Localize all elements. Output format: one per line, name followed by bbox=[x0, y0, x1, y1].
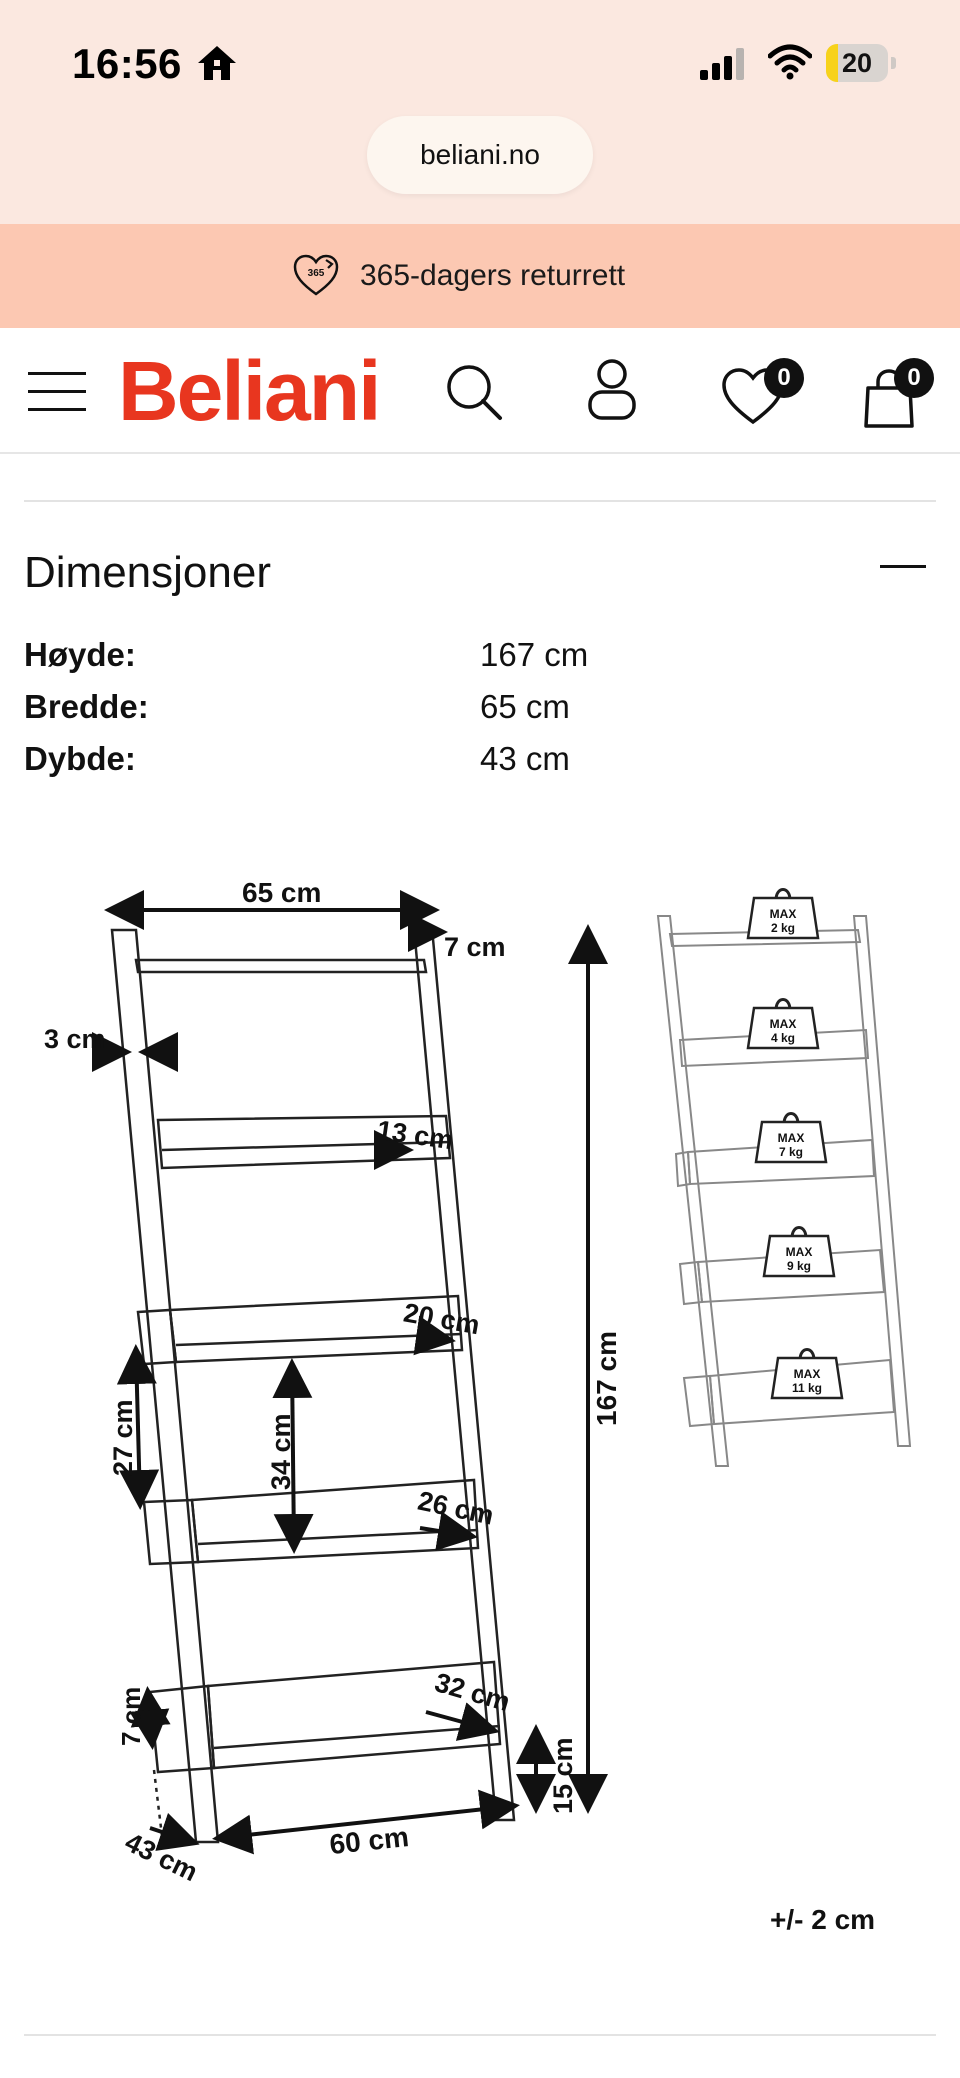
site-header: Beliani 0 0 bbox=[0, 328, 960, 454]
weight-load-3: 7 kg bbox=[779, 1145, 803, 1159]
user-icon[interactable] bbox=[586, 358, 638, 420]
weight-load-4: 9 kg bbox=[787, 1259, 811, 1273]
tolerance-note: +/- 2 cm bbox=[770, 1904, 876, 1935]
signal-icon bbox=[700, 48, 744, 80]
promo-banner[interactable]: 365 365-dagers returrett bbox=[0, 224, 960, 328]
weight-icon: MAX 2 kg bbox=[746, 888, 820, 940]
weight-icon: MAX 7 kg bbox=[754, 1112, 828, 1164]
dim-base-width-label: 60 cm bbox=[328, 1821, 410, 1860]
promo-text: 365-dagers returrett bbox=[360, 259, 626, 292]
load-capacity-drawing bbox=[656, 915, 912, 1467]
weight-icon: MAX 11 kg bbox=[770, 1348, 844, 1400]
dim-bottom-clearance-label: 15 cm bbox=[548, 1737, 578, 1814]
spec-row-width: Bredde: 65 cm bbox=[24, 688, 936, 738]
battery-icon: 20 bbox=[826, 44, 896, 82]
spec-value: 167 cm bbox=[480, 636, 589, 673]
status-time: 16:56 bbox=[72, 40, 182, 87]
cart-count-badge: 0 bbox=[894, 358, 934, 398]
weight-max-label: MAX bbox=[770, 907, 797, 921]
weight-max-label: MAX bbox=[778, 1131, 805, 1145]
weight-icon: MAX 4 kg bbox=[746, 998, 820, 1050]
collapse-icon[interactable] bbox=[880, 565, 926, 568]
cart-button[interactable]: 0 bbox=[862, 358, 940, 430]
section-divider-top bbox=[24, 500, 936, 502]
dim-side-gap-label: 27 cm bbox=[108, 1399, 138, 1476]
address-bar[interactable]: beliani.no bbox=[367, 116, 593, 194]
menu-icon[interactable] bbox=[28, 370, 86, 414]
heart-365-label: 365 bbox=[308, 268, 325, 279]
dim-height-label: 167 cm bbox=[591, 1331, 622, 1426]
spec-label: Høyde: bbox=[24, 636, 136, 673]
dim-frame-thickness-label: 3 cm bbox=[44, 1024, 106, 1054]
weight-max-label: MAX bbox=[770, 1017, 797, 1031]
wifi-icon bbox=[768, 44, 812, 80]
spec-label: Dybde: bbox=[24, 740, 136, 777]
section-title-dimensions[interactable]: Dimensjoner bbox=[24, 548, 271, 597]
weight-icon: MAX 9 kg bbox=[762, 1226, 836, 1278]
dim-lip-height-label: 7 cm bbox=[116, 1687, 146, 1746]
weight-max-label: MAX bbox=[794, 1367, 821, 1381]
spec-row-height: Høyde: 167 cm bbox=[24, 636, 936, 686]
wishlist-button[interactable]: 0 bbox=[720, 358, 804, 428]
search-icon[interactable] bbox=[444, 362, 504, 422]
wishlist-count-badge: 0 bbox=[764, 358, 804, 398]
weight-icons: MAX 2 kg MAX 4 kg MAX 7 kg MAX 9 kg MAX … bbox=[746, 888, 844, 1400]
spec-row-depth: Dybde: 43 cm bbox=[24, 740, 936, 790]
battery-level: 20 bbox=[841, 48, 873, 78]
dim-shelf-spacing-label: 34 cm bbox=[266, 1413, 296, 1490]
status-bar-area: 16:56 20 beliani.no bbox=[0, 0, 960, 224]
dim-top-depth-label: 7 cm bbox=[444, 932, 506, 962]
weight-max-label: MAX bbox=[786, 1245, 813, 1259]
weight-load-2: 4 kg bbox=[771, 1031, 795, 1045]
heart-365-icon: 365 bbox=[293, 254, 339, 296]
weight-load-5: 11 kg bbox=[792, 1381, 822, 1395]
weight-load-1: 2 kg bbox=[771, 921, 795, 935]
section-divider-bottom bbox=[24, 2034, 936, 2036]
spec-label: Bredde: bbox=[24, 688, 149, 725]
home-icon bbox=[198, 46, 236, 80]
spec-value: 65 cm bbox=[480, 688, 570, 725]
spec-value: 43 cm bbox=[480, 740, 570, 777]
dim-shelf-depth-2-label: 20 cm bbox=[401, 1298, 482, 1341]
battery-fill bbox=[826, 44, 839, 82]
ladder-shelf-drawing bbox=[110, 926, 516, 1844]
product-dimension-drawing: 65 cm 7 cm 3 cm 13 cm 20 cm 26 cm 32 cm … bbox=[44, 877, 912, 1887]
brand-logo[interactable]: Beliani bbox=[118, 344, 381, 438]
dim-width-label: 65 cm bbox=[242, 877, 321, 908]
